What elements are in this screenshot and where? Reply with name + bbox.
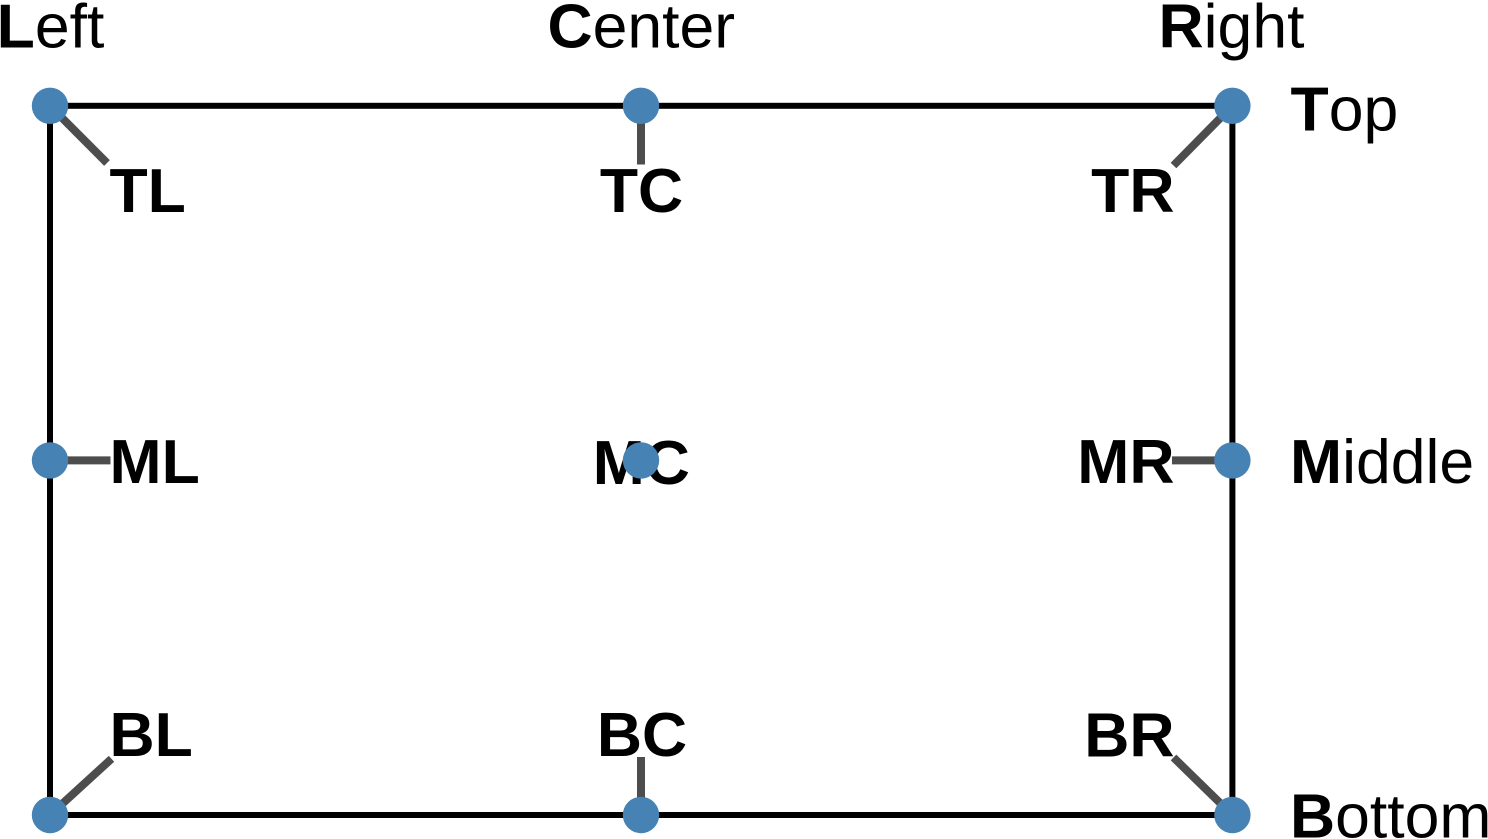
anchor-dot-tc: [622, 87, 660, 125]
edge-label-right-rest: ight: [1204, 0, 1305, 61]
anchor-label-mr: MR: [1077, 427, 1174, 497]
edge-label-right: Right: [1159, 0, 1305, 61]
anchor-dot-tl: [31, 87, 69, 125]
anchor-label-tr: TR: [1091, 156, 1174, 226]
edge-label-center-rest: enter: [593, 0, 735, 61]
edge-label-top-rest: op: [1329, 75, 1399, 145]
edge-label-left-bold: L: [0, 0, 35, 61]
anchor-dot-mr: [1214, 442, 1251, 479]
anchor-label-tl: TL: [110, 156, 186, 226]
anchor-label-bl: BL: [110, 700, 193, 770]
edge-label-right-bold: R: [1159, 0, 1204, 61]
edge-label-middle-bold: M: [1290, 427, 1342, 497]
anchor-label-bc: BC: [597, 700, 687, 770]
anchor-dot-ml: [31, 442, 69, 479]
edge-label-top: Top: [1291, 75, 1399, 145]
anchor-dots: [31, 87, 1251, 834]
anchor-dot-br: [1214, 796, 1251, 834]
edge-label-top-bold: T: [1291, 75, 1329, 145]
anchor-label-br: BR: [1084, 701, 1174, 771]
edge-label-bottom: Bottom: [1290, 781, 1488, 839]
edge-label-middle-rest: iddle: [1342, 427, 1474, 497]
edge-label-left-rest: eft: [35, 0, 105, 61]
anchor-dot-tr: [1214, 87, 1251, 125]
edge-label-middle: Middle: [1290, 427, 1474, 497]
anchor-dot-mc: [622, 442, 660, 479]
anchor-dot-bl: [31, 796, 69, 834]
anchor-label-tc: TC: [600, 156, 683, 226]
edge-label-bottom-bold: B: [1290, 781, 1335, 839]
anchor-label-ml: ML: [110, 427, 200, 497]
edge-label-bottom-rest: ottom: [1335, 781, 1488, 839]
anchor-dot-bc: [622, 796, 660, 834]
edge-label-left: Left: [0, 0, 104, 61]
edge-label-center: Center: [547, 0, 735, 61]
edge-label-center-bold: C: [547, 0, 592, 61]
